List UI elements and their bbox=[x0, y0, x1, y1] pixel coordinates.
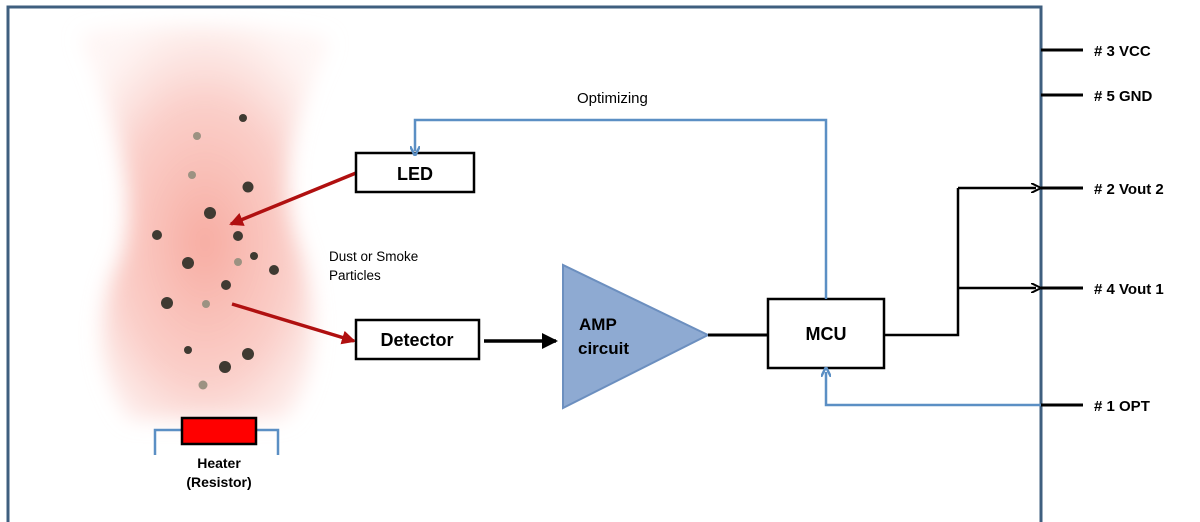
particles-sublabel: Particles bbox=[329, 268, 381, 283]
particle bbox=[242, 348, 254, 360]
module-frame bbox=[6, 5, 1043, 522]
heater: Heater (Resistor) bbox=[153, 416, 280, 490]
particle bbox=[198, 380, 208, 390]
opt-pin-label: # 1 OPT bbox=[1094, 398, 1150, 415]
particle bbox=[193, 132, 201, 140]
particle bbox=[221, 280, 231, 290]
smoke-cloud bbox=[80, 25, 330, 421]
heater-label: Heater bbox=[197, 455, 241, 471]
mcu-label: MCU bbox=[806, 324, 847, 344]
led-ray-arrow bbox=[229, 171, 357, 226]
particle bbox=[204, 207, 216, 219]
opt-input-arrow bbox=[826, 372, 1041, 407]
particle bbox=[250, 252, 258, 260]
optimizing-feedback-arrow bbox=[415, 118, 828, 299]
particle bbox=[242, 181, 254, 193]
amp-circuit-triangle bbox=[562, 263, 711, 410]
particle bbox=[269, 265, 279, 275]
particle bbox=[233, 231, 243, 241]
particle bbox=[161, 297, 173, 309]
particle bbox=[239, 114, 247, 122]
particle bbox=[202, 300, 210, 308]
vout2-pin-label: # 2 Vout 2 bbox=[1094, 181, 1164, 198]
particle bbox=[234, 258, 242, 266]
vout1-pin-label: # 4 Vout 1 bbox=[1094, 281, 1164, 298]
amp-label: AMP bbox=[579, 315, 617, 334]
particles-label: Dust or Smoke bbox=[329, 249, 418, 264]
mcu-output-bus bbox=[884, 188, 960, 337]
optimizing-label: Optimizing bbox=[577, 90, 648, 107]
particle bbox=[152, 230, 162, 240]
led-label: LED bbox=[397, 164, 433, 184]
heater-resistor bbox=[180, 416, 258, 446]
particle bbox=[184, 346, 192, 354]
gnd-pin-label: # 5 GND bbox=[1094, 88, 1153, 105]
heater-sublabel: (Resistor) bbox=[186, 474, 251, 490]
led-box bbox=[354, 151, 476, 194]
vcc-pin-label: # 3 VCC bbox=[1094, 43, 1151, 60]
detector-label: Detector bbox=[380, 330, 453, 350]
particles bbox=[152, 114, 279, 390]
particle bbox=[182, 257, 194, 269]
scatter-ray-arrow bbox=[231, 302, 356, 345]
detector-box bbox=[354, 318, 481, 361]
particle bbox=[219, 361, 231, 373]
particle bbox=[188, 171, 196, 179]
amp-sublabel: circuit bbox=[578, 339, 629, 358]
